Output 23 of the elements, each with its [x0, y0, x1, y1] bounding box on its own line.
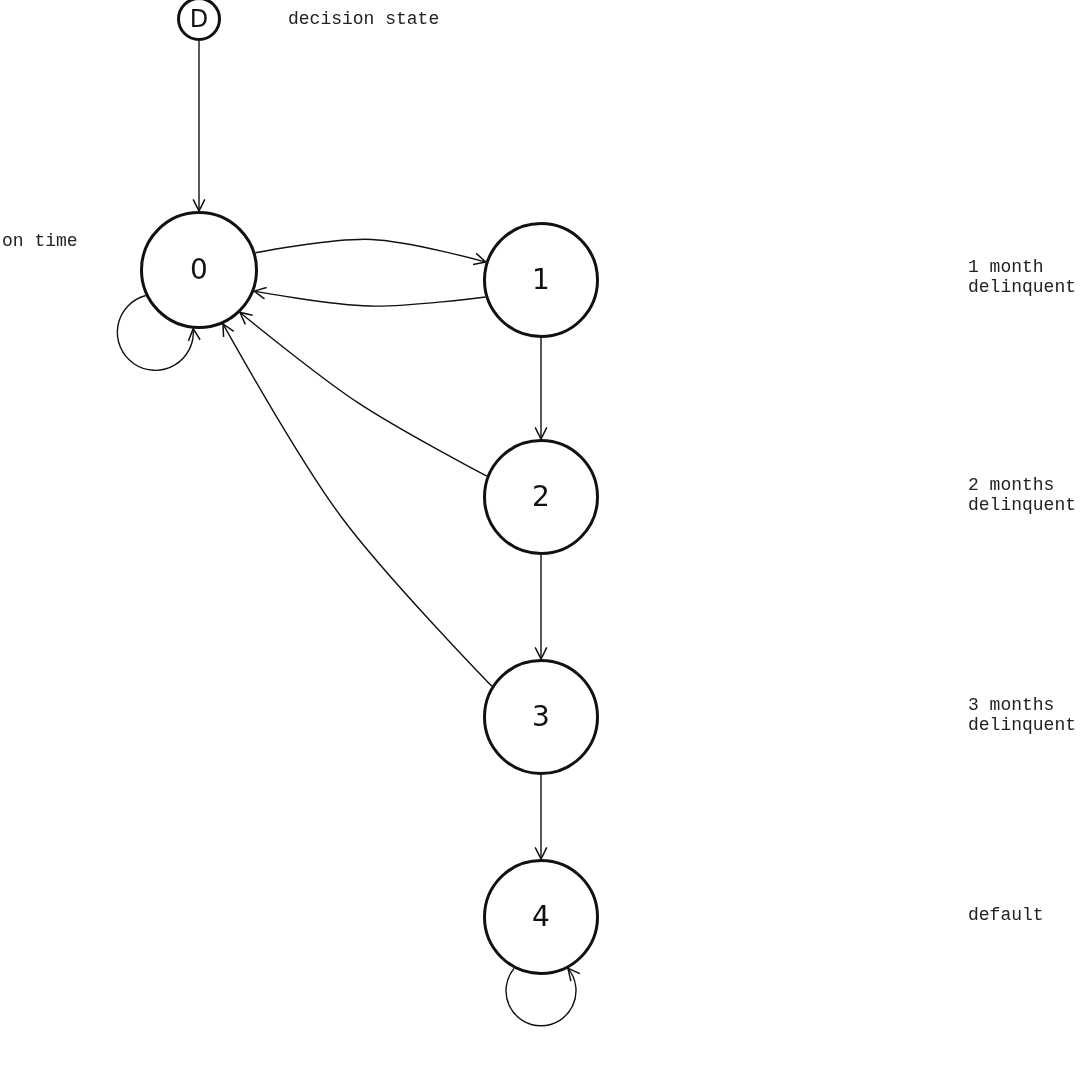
state-number: 0 [190, 256, 208, 284]
state-number: 4 [532, 903, 550, 931]
arrow [534, 774, 548, 860]
arrow [534, 337, 548, 440]
state-label: 3 months delinquent [968, 696, 1078, 736]
state-label: on time [2, 232, 79, 252]
state-number: 1 [532, 266, 550, 294]
arrow [116, 294, 201, 372]
state-number: D [189, 7, 209, 31]
arrow [254, 238, 487, 266]
arrow [505, 967, 581, 1027]
arrow [222, 323, 493, 687]
arrow [534, 554, 548, 660]
state-circle [177, 0, 221, 41]
arrow [253, 286, 487, 307]
state-label: decision state [288, 10, 441, 30]
arrow [239, 311, 488, 477]
state-label: 1 month delinquent [968, 258, 1078, 298]
state-number: 2 [532, 483, 550, 511]
state-label: 2 months delinquent [968, 476, 1078, 516]
arrow [192, 40, 206, 212]
state-label: default [968, 906, 1045, 926]
state-number: 3 [532, 703, 550, 731]
